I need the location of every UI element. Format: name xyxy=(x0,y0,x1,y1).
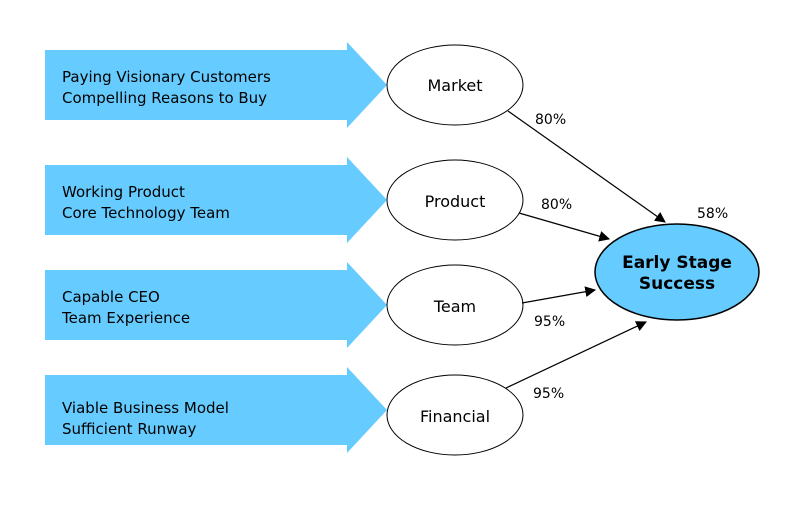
driver-arrow-financial xyxy=(45,367,387,453)
goal-percent: 58% xyxy=(697,206,728,222)
driver-market: Paying Visionary Customers Compelling Re… xyxy=(45,42,666,223)
percent-product: 80% xyxy=(541,197,572,213)
edge-financial-to-goal xyxy=(505,321,647,389)
driver-text-financial-2: Sufficient Runway xyxy=(62,420,197,438)
driver-text-product-1: Working Product xyxy=(62,183,185,201)
goal-label-line1: Early Stage xyxy=(622,253,732,273)
driver-text-market-1: Paying Visionary Customers xyxy=(62,68,271,86)
node-financial xyxy=(386,374,524,456)
edge-team-to-goal xyxy=(521,286,597,304)
driver-team: Capable CEO Team Experience Team 95% xyxy=(45,262,597,348)
driver-text-financial-1: Viable Business Model xyxy=(62,399,229,417)
driver-product: Working Product Core Technology Team Pro… xyxy=(45,157,611,243)
driver-text-product-2: Core Technology Team xyxy=(62,204,230,222)
driver-text-team-2: Team Experience xyxy=(61,309,190,327)
percent-market: 80% xyxy=(535,112,566,128)
node-label-market: Market xyxy=(428,76,483,95)
node-label-team: Team xyxy=(433,297,476,316)
edge-market-to-goal xyxy=(507,110,666,223)
driver-arrow-market xyxy=(45,42,387,128)
goal-label-line2: Success xyxy=(639,274,715,294)
node-label-financial: Financial xyxy=(420,407,490,426)
goal-ellipse xyxy=(594,223,760,321)
driver-text-market-2: Compelling Reasons to Buy xyxy=(62,89,267,107)
node-product xyxy=(386,159,524,241)
driver-text-team-1: Capable CEO xyxy=(62,288,160,306)
percent-financial: 95% xyxy=(533,386,564,402)
driver-financial: Viable Business Model Sufficient Runway … xyxy=(45,321,647,456)
driver-arrow-product xyxy=(45,157,387,243)
node-market xyxy=(386,44,524,126)
driver-arrow-team xyxy=(45,262,387,348)
node-label-product: Product xyxy=(425,192,486,211)
node-team xyxy=(386,264,524,346)
goal-early-stage-success: Early Stage Success 58% xyxy=(594,206,760,321)
edge-product-to-goal xyxy=(518,212,611,242)
percent-team: 95% xyxy=(534,314,565,330)
